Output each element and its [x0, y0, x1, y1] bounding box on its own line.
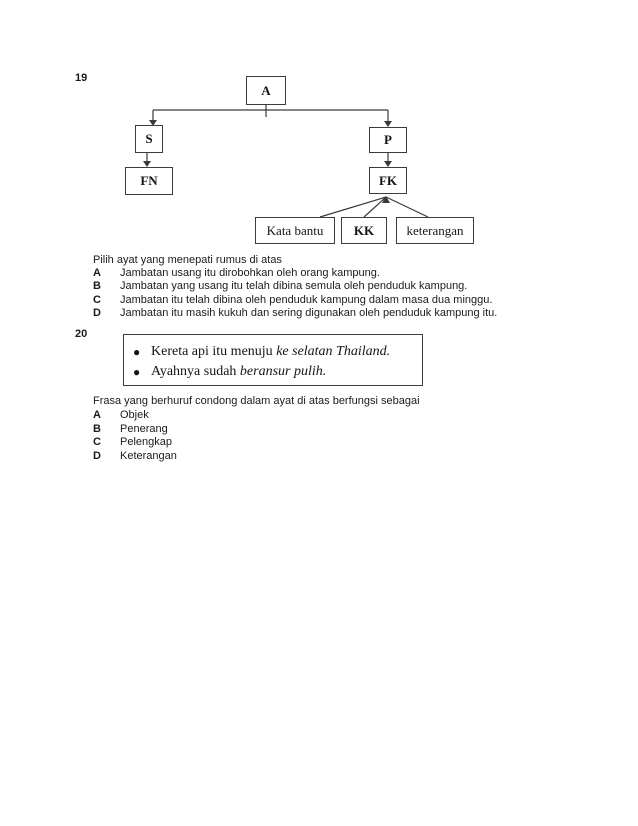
option-row: D Keterangan — [93, 450, 573, 464]
question-20-stimulus-box: ● Kereta api itu menuju ke selatan Thail… — [123, 334, 423, 386]
option-letter: D — [93, 450, 101, 463]
option-letter: A — [93, 267, 101, 280]
diagram-node-kata-bantu: Kata bantu — [255, 217, 335, 244]
question-19-number: 19 — [75, 72, 88, 84]
question-19-block: Pilih ayat yang menepati rumus di atas A… — [93, 254, 573, 320]
italic-phrase: ke selatan Thailand. — [276, 344, 391, 359]
diagram-node-a: A — [246, 76, 286, 105]
option-letter: C — [93, 293, 101, 306]
option-row: B Jambatan yang usang itu telah dibina s… — [93, 280, 573, 293]
sentence-text: Kereta api itu menuju ke selatan Thailan… — [151, 344, 391, 359]
option-row: A Jambatan usang itu dirobohkan oleh ora… — [93, 267, 573, 280]
option-text: Jambatan itu telah dibina oleh penduduk … — [120, 293, 493, 306]
question-20-number: 20 — [75, 328, 88, 340]
option-letter: B — [93, 422, 101, 435]
italic-phrase: beransur pulih. — [239, 364, 327, 379]
option-letter: A — [93, 408, 101, 421]
diagram-node-fk: FK — [369, 167, 407, 194]
diagram-node-kk: KK — [341, 217, 387, 244]
option-letter: B — [93, 280, 101, 293]
stimulus-sentence: ● Kereta api itu menuju ke selatan Thail… — [124, 342, 422, 362]
bullet-icon: ● — [133, 345, 141, 359]
option-text: Pelengkap — [120, 436, 172, 449]
arrow-up-at-fk-icon — [382, 196, 390, 203]
stimulus-sentence: ● Ayahnya sudah beransur pulih. — [124, 362, 422, 382]
option-row: C Jambatan itu telah dibina oleh pendudu… — [93, 294, 573, 307]
option-row: C Pelengkap — [93, 436, 573, 450]
option-text: Jambatan itu masih kukuh dan sering digu… — [120, 306, 498, 319]
option-text: Jambatan yang usang itu telah dibina sem… — [120, 280, 468, 293]
option-text: Jambatan usang itu dirobohkan oleh orang… — [120, 267, 380, 280]
diagram-node-keterangan: keterangan — [396, 217, 474, 244]
option-text: Keterangan — [120, 450, 177, 463]
option-letter: D — [93, 306, 101, 319]
diagram-node-s: S — [135, 125, 163, 153]
question-20-text: Frasa yang berhuruf condong dalam ayat d… — [93, 395, 420, 407]
option-row: D Jambatan itu masih kukuh dan sering di… — [93, 307, 573, 320]
bullet-icon: ● — [133, 365, 141, 379]
diagram-node-fn: FN — [125, 167, 173, 195]
sentence-text: Ayahnya sudah beransur pulih. — [151, 364, 327, 379]
option-letter: C — [93, 436, 101, 449]
diagram-node-p: P — [369, 127, 407, 153]
connector-lines — [146, 105, 429, 218]
question-19-text: Pilih ayat yang menepati rumus di atas — [93, 254, 282, 266]
option-text: Penerang — [120, 422, 168, 435]
question-20-block: Frasa yang berhuruf condong dalam ayat d… — [93, 395, 573, 464]
option-row: B Penerang — [93, 423, 573, 437]
option-text: Objek — [120, 408, 149, 421]
arrowheads — [143, 120, 392, 203]
option-row: A Objek — [93, 409, 573, 423]
